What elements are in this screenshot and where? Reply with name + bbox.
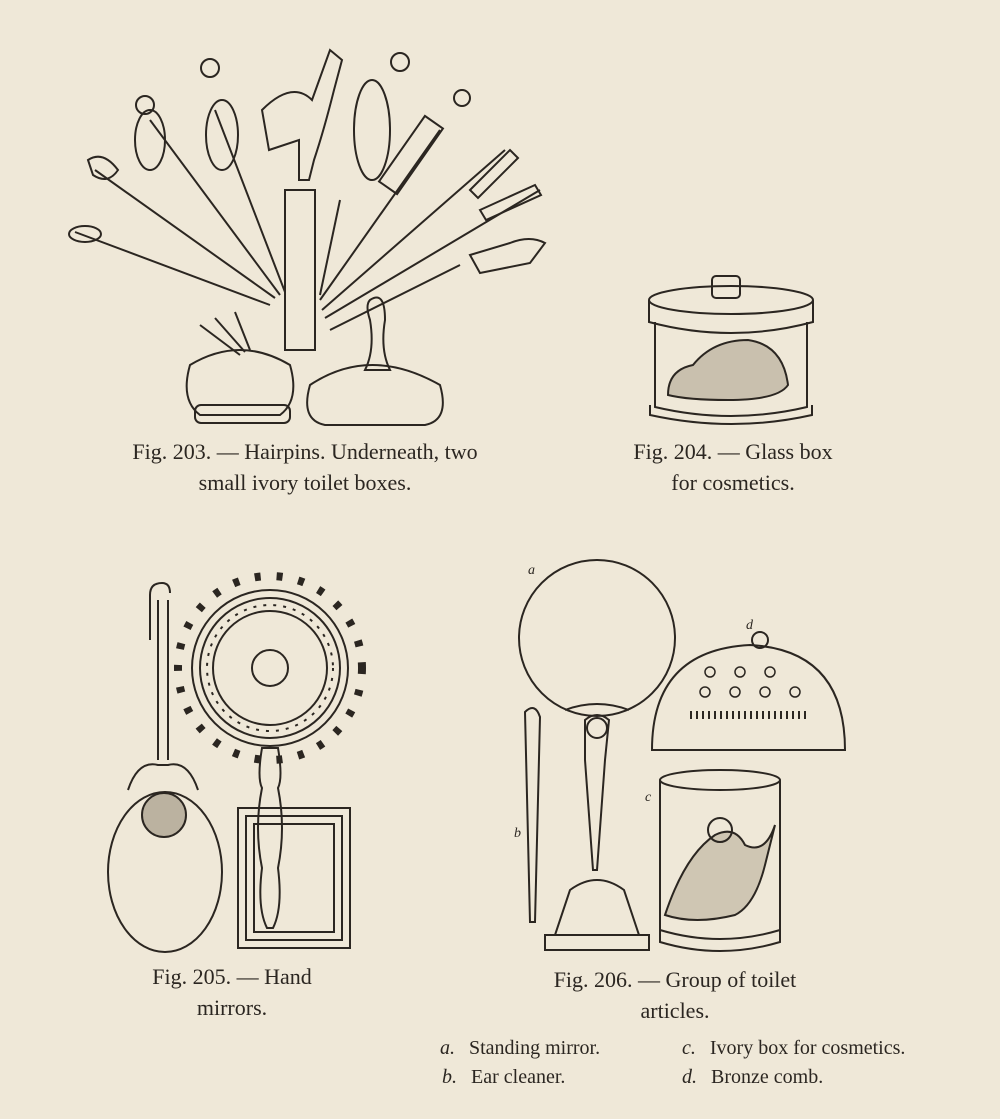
label-d: d bbox=[746, 618, 753, 633]
hairpins-illustration bbox=[68, 48, 547, 426]
caption-line: Fig. 204. — Glass box bbox=[633, 439, 833, 464]
caption-line: mirrors. bbox=[196, 995, 268, 1020]
hand-mirrors-illustration bbox=[107, 572, 366, 953]
legend-item-d: d. Bronze comb. bbox=[682, 1066, 823, 1089]
legend-text: Bronze comb. bbox=[711, 1066, 824, 1088]
toilet-articles-illustration bbox=[518, 559, 847, 952]
fig-205-caption: Fig. 205. — Hand mirrors. bbox=[122, 961, 342, 1023]
legend-text: Standing mirror. bbox=[469, 1037, 601, 1059]
caption-line: for cosmetics. bbox=[671, 470, 795, 495]
label-b: b bbox=[514, 826, 521, 841]
legend-key: d. bbox=[682, 1066, 697, 1088]
caption-line: articles. bbox=[640, 998, 710, 1023]
caption-line: Fig. 205. — Hand bbox=[152, 964, 312, 989]
glass-box-illustration bbox=[648, 275, 814, 425]
caption-line: small ivory toilet boxes. bbox=[198, 470, 412, 495]
fig-203-caption: Fig. 203. — Hairpins. Underneath, two sm… bbox=[75, 436, 535, 498]
legend-text: Ear cleaner. bbox=[471, 1066, 566, 1088]
legend-item-a: a. Standing mirror. bbox=[440, 1037, 600, 1060]
legend-text: Ivory box for cosmetics. bbox=[709, 1037, 906, 1059]
fig-204-caption: Fig. 204. — Glass box for cosmetics. bbox=[603, 436, 863, 498]
legend-item-c: c. Ivory box for cosmetics. bbox=[682, 1037, 905, 1060]
legend-key: c. bbox=[682, 1037, 696, 1059]
legend-key: a. bbox=[440, 1037, 455, 1059]
caption-line: Fig. 206. — Group of toilet bbox=[553, 967, 797, 992]
caption-line: Fig. 203. — Hairpins. Underneath, two bbox=[132, 439, 478, 464]
label-a: a bbox=[528, 563, 535, 578]
legend-key: b. bbox=[442, 1066, 457, 1088]
fig-206-caption: Fig. 206. — Group of toilet articles. bbox=[515, 964, 835, 1026]
label-c: c bbox=[645, 790, 652, 805]
legend-item-b: b. Ear cleaner. bbox=[442, 1066, 565, 1089]
